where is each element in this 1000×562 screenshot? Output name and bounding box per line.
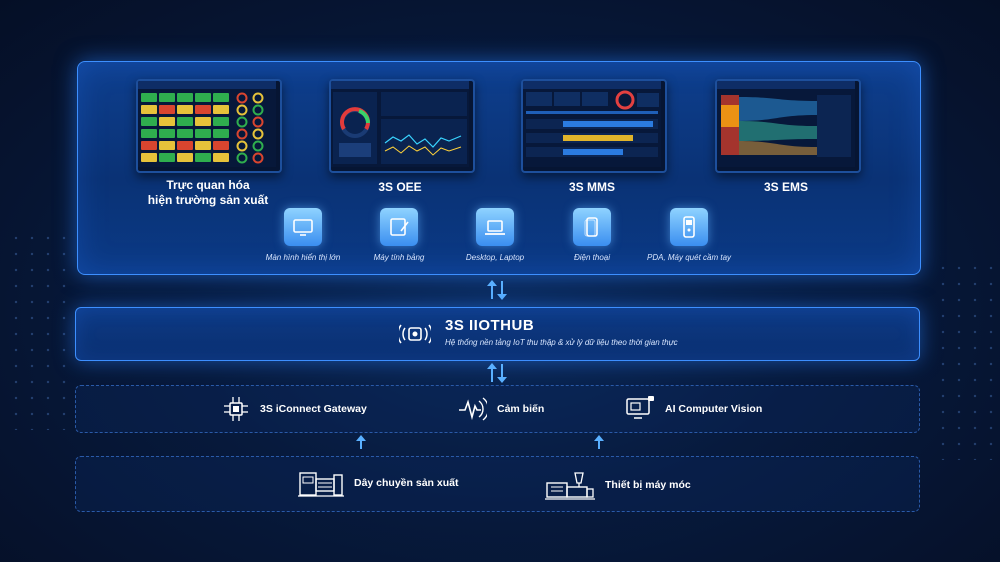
module-title-line1: Trực quan hóa: [166, 178, 250, 192]
iiothub-panel: 3S IIOTHUB Hệ thống nền tảng IoT thu thậ…: [75, 307, 920, 361]
wireless-chip-icon: [399, 324, 431, 344]
device-label-monitor: Màn hình hiển thị lớn: [265, 253, 341, 262]
connector-label-sensor: Cảm biến: [497, 403, 545, 415]
connectors-panel: 3S iConnect Gateway Cảm biến AI Computer…: [75, 385, 920, 433]
bidirectional-arrow-bottom: [487, 363, 507, 383]
up-arrow-left: [356, 435, 366, 449]
module-label-mms: 3S MMS: [568, 180, 615, 194]
connector-label-vision: AI Computer Vision: [665, 403, 763, 415]
source-machine: Thiết bị máy móc: [545, 469, 691, 501]
connector-gateway: 3S iConnect Gateway: [222, 395, 367, 423]
screen-ems[interactable]: [715, 79, 861, 173]
source-label-production-line: Dây chuyền sản xuất: [354, 477, 459, 489]
sources-panel: Dây chuyền sản xuất Thiết bị máy móc: [75, 456, 920, 512]
device-label-laptop: Desktop, Laptop: [465, 253, 525, 262]
dot-grid-left: [8, 230, 68, 430]
connector-label-gateway: 3S iConnect Gateway: [260, 403, 367, 415]
screen-mms[interactable]: [521, 79, 667, 173]
dot-grid-right: [935, 260, 995, 460]
source-production-line: Dây chuyền sản xuất: [298, 467, 458, 499]
applications-panel: Trực quan hóa hiện trường sản xuất 3S OE…: [77, 61, 921, 275]
module-title-line2: hiện trường sản xuất: [147, 193, 269, 207]
laptop-icon: [476, 208, 514, 246]
machine-icon: [545, 472, 595, 500]
phone-icon: [573, 208, 611, 246]
hub-title: 3S IIOTHUB: [445, 317, 535, 334]
module-label-ems: 3S EMS: [763, 180, 808, 194]
up-arrow-right: [594, 435, 604, 449]
bidirectional-arrow-top: [487, 280, 507, 300]
handheld-scanner-icon: [670, 208, 708, 246]
sensor-wave-icon: [459, 397, 487, 421]
screen-field-visualization[interactable]: [136, 79, 282, 173]
source-label-machine: Thiết bị máy móc: [605, 479, 691, 491]
connector-vision: AI Computer Vision: [625, 395, 762, 423]
module-label-oee: 3S OEE: [378, 180, 422, 194]
device-label-scanner: PDA, Máy quét cầm tay: [646, 253, 732, 262]
computer-vision-icon: [626, 396, 654, 419]
device-label-phone: Điện thoại: [573, 253, 611, 262]
production-line-icon: [298, 472, 344, 497]
monitor-icon: [284, 208, 322, 246]
device-label-tablet: Máy tính bảng: [373, 253, 425, 262]
circuit-chip-icon: [224, 397, 248, 421]
connector-sensor: Cảm biến: [457, 395, 544, 423]
screen-oee[interactable]: [329, 79, 475, 173]
hub-subtitle: Hệ thống nền tảng IoT thu thập & xử lý d…: [445, 338, 678, 347]
tablet-pen-icon: [380, 208, 418, 246]
module-label-field-visualization: Trực quan hóa hiện trường sản xuất: [118, 178, 298, 208]
